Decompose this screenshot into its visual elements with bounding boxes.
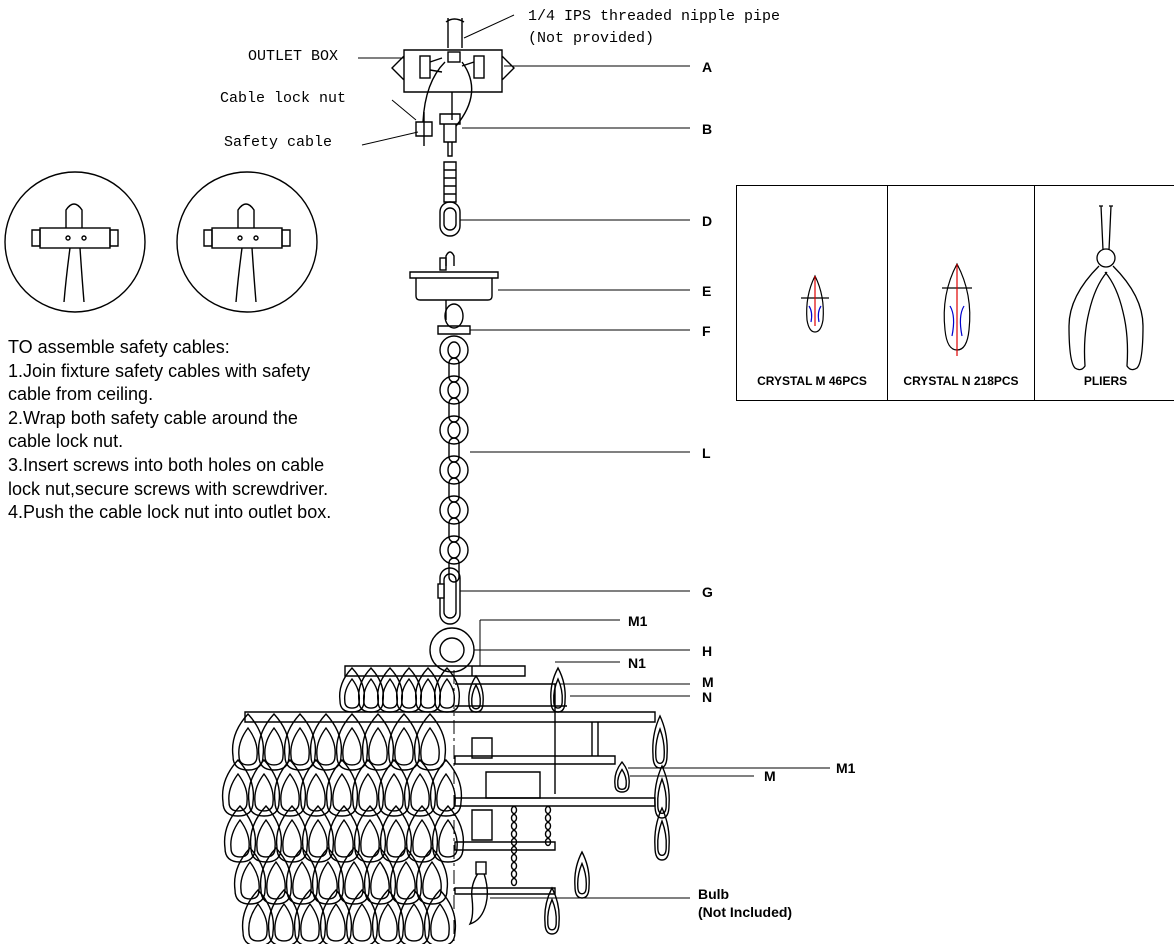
cable-lock-detail-2 (176, 171, 318, 313)
safety-cable-label: Safety cable (224, 134, 333, 151)
instruction-line: lock nut,secure screws with screwdriver. (8, 478, 329, 499)
part-label-m-top: M (702, 674, 714, 690)
instruction-line: cable lock nut. (8, 431, 124, 452)
part-label-d: D (702, 213, 713, 229)
part-label-b: B (702, 121, 713, 137)
crystal-m-icon (801, 274, 829, 333)
pliers-label: PLIERS (1083, 374, 1128, 388)
canopy (409, 271, 499, 301)
instruction-line: cable from ceiling. (8, 384, 154, 405)
part-label-n1: N1 (628, 655, 646, 671)
part-label-h: H (702, 643, 713, 659)
bulb-note: (Not Included) (698, 904, 793, 920)
pliers-icon (1068, 205, 1144, 371)
parts-cell-crystal-n: CRYSTAL N 218PCS (887, 186, 1034, 400)
crystal-n-label: CRYSTAL N 218PCS (903, 374, 1019, 388)
part-label-f: F (702, 323, 711, 339)
bulb (468, 866, 489, 926)
nipple-pipe-note: (Not provided) (528, 30, 655, 47)
cable-lock-detail-1 (4, 171, 146, 313)
part-label-m1-lower: M1 (836, 760, 856, 776)
instruction-line: TO assemble safety cables: (8, 337, 230, 357)
cable-lock-nut-label: Cable lock nut (220, 90, 347, 107)
outlet-box (391, 49, 515, 93)
cable-lock-nut-small (415, 112, 433, 146)
safety-cable-instructions: TO assemble safety cables: 1.Join fixtur… (8, 336, 428, 525)
instruction-line: 1.Join fixture safety cables with safety (8, 360, 311, 381)
outlet-box-label: OUTLET BOX (248, 48, 339, 65)
part-label-l: L (702, 445, 711, 461)
instruction-line: 2.Wrap both safety cable around the (8, 407, 298, 428)
bulb-label: Bulb (698, 886, 730, 902)
part-label-a: A (702, 59, 713, 75)
instruction-line: 4.Push the cable lock nut into outlet bo… (8, 502, 332, 523)
parts-table: CRYSTAL M 46PCS CRYSTAL N 218PCS PLIERS (736, 185, 1174, 401)
part-label-m-lower: M (764, 768, 776, 784)
part-label-g: G (702, 584, 713, 600)
part-label-m1-top: M1 (628, 613, 648, 629)
parts-cell-pliers: PLIERS (1034, 186, 1174, 400)
crystal-n-icon (942, 262, 972, 356)
parts-cell-crystal-m: CRYSTAL M 46PCS (737, 186, 887, 400)
instruction-line: 3.Insert screws into both holes on cable (8, 454, 325, 475)
crystal-m-label: CRYSTAL M 46PCS (757, 374, 867, 388)
part-label-e: E (702, 283, 712, 299)
part-label-n: N (702, 689, 713, 705)
nipple-pipe-label: 1/4 IPS threaded nipple pipe (528, 8, 781, 25)
